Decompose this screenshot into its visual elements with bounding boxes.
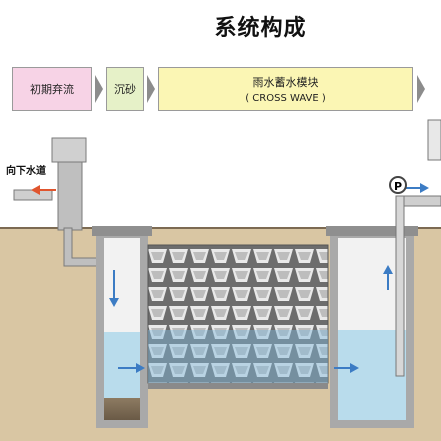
downpipe bbox=[57, 159, 83, 231]
stage-sublabel: ( CROSS WAVE ) bbox=[245, 93, 326, 104]
control-panel bbox=[427, 119, 441, 161]
overflow-pipe bbox=[13, 189, 53, 201]
stage-storage-module: 雨水蓄水模块 ( CROSS WAVE ) bbox=[158, 67, 413, 111]
storage-module-base bbox=[148, 383, 328, 389]
pump-icon: P bbox=[389, 176, 407, 194]
page-title: 系统构成 bbox=[214, 16, 307, 41]
pump-riser-pipe bbox=[395, 195, 405, 377]
storage-module-water bbox=[148, 330, 328, 383]
storage-module-crates bbox=[147, 244, 329, 384]
stage-label: 初期弃流 bbox=[30, 83, 74, 96]
flow-arrows bbox=[31, 183, 429, 373]
stage-label: 沉砂 bbox=[114, 83, 136, 96]
sedimentation-chamber-lid bbox=[92, 226, 152, 236]
stage-arrow-icon bbox=[417, 75, 425, 103]
discharge-pipe bbox=[403, 195, 441, 207]
stage-arrow-icon bbox=[95, 75, 103, 103]
pump-chamber-lid bbox=[326, 226, 418, 236]
stage-sedimentation: 沉砂 bbox=[106, 67, 144, 111]
stage-first-flush: 初期弃流 bbox=[12, 67, 92, 111]
sediment-layer bbox=[104, 398, 140, 420]
first-flush-device bbox=[51, 137, 87, 163]
pump-label: P bbox=[393, 180, 403, 193]
overflow-label: 向下水道 bbox=[6, 166, 46, 177]
stage-label: 雨水蓄水模块 bbox=[252, 76, 319, 89]
stage-arrow-icon bbox=[147, 75, 155, 103]
pump-chamber-water bbox=[338, 330, 406, 420]
